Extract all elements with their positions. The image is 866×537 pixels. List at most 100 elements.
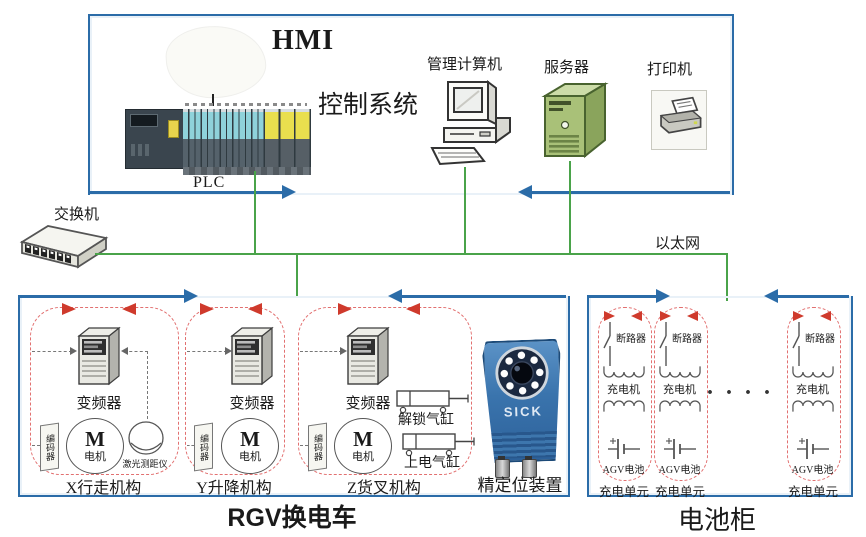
unit2-coil-top-icon [659, 366, 701, 378]
mech-y-motor-m: M [240, 427, 260, 451]
unit3-coil-top-icon [792, 366, 834, 378]
unit3-coil-bottom-icon [792, 400, 834, 412]
rgv-arrow-left-line [18, 295, 186, 298]
unit1-breaker-icon [603, 322, 611, 366]
unit2-red-arrow-left [687, 311, 698, 321]
charge-unit-1: 断路器 充电机 AGV电池 [598, 307, 652, 481]
mech-z-cylinder1-label: 解锁气缸 [398, 413, 454, 428]
mech-z-dash-in [300, 351, 342, 352]
control-box-arrow-right-head [518, 185, 532, 199]
mech-z-cylinder2-label: 上电气缸 [404, 456, 460, 471]
mech-x-red-arrow-right [62, 303, 76, 315]
plc-connectors [183, 167, 311, 175]
camera-connector-right [522, 456, 537, 478]
unit3-battery-icon [797, 438, 829, 459]
battery-drop-line [726, 255, 728, 301]
mech-y-red-arrow-left [248, 303, 262, 315]
control-box-arrow-left-head [282, 185, 296, 199]
unit1-breaker-label: 断路器 [616, 334, 646, 345]
unit3-red-arrow-right [793, 311, 804, 321]
rgv-title: RGV换电车 [227, 504, 357, 532]
control-box-arrow-right-line [532, 191, 730, 194]
computer-drop-line [464, 167, 466, 254]
printer-icon-frame [651, 90, 707, 150]
unit3-red-arrow-left [820, 311, 831, 321]
mech-z-red-arrow-left [406, 303, 420, 315]
mech-z-motor-m: M [353, 427, 373, 451]
camera-connector-left [495, 456, 510, 478]
plc-icon [125, 103, 311, 175]
unit2-coil-bottom-icon [659, 400, 701, 412]
unit2-breaker-icon [659, 322, 667, 366]
battery-arrow-left-head [656, 289, 670, 303]
mech-z-cylinder2-icon [402, 433, 475, 457]
mech-z-red-arrow-right [338, 303, 352, 315]
charge-unit-3: 断路器 充电机 AGV电池 [787, 307, 841, 481]
control-box-arrow-left-line [88, 191, 284, 194]
plc-label: PLC [193, 174, 226, 191]
mech-x-red-arrow-left [122, 303, 136, 315]
unit2-label: 充电单元 [654, 485, 705, 499]
mech-y-encoder: 编码器 [194, 422, 213, 472]
unit1-battery-icon [608, 438, 640, 459]
battery-arrow-right-head [764, 289, 778, 303]
unit1-cell-label: AGV电池 [602, 465, 645, 476]
mech-x-vfd-label: 变频器 [76, 396, 122, 412]
mech-x-dash-laser [147, 351, 148, 419]
mech-z-motor-label: 电机 [352, 451, 374, 463]
unit2-red-arrow-right [660, 311, 671, 321]
battery-title: 电池柜 [677, 506, 756, 535]
plc-cpu-buttons [131, 144, 149, 156]
battery-ellipsis: ···· [706, 380, 783, 406]
rgv-box [18, 296, 570, 497]
server-icon [541, 82, 609, 159]
mech-x-laser-icon [128, 421, 164, 455]
mech-x-name: X行走机构 [65, 480, 142, 497]
unit1-red-arrow-left [631, 311, 642, 321]
camera-label: 精定位装置 [477, 476, 563, 495]
unit1-coil-top-icon [603, 366, 645, 378]
rgv-drop-line [296, 255, 298, 298]
mech-z-dash-in-head [340, 347, 347, 355]
unit2-breaker-label: 断路器 [672, 334, 702, 345]
mech-x-dash-right [124, 351, 148, 352]
mech-x-dash-right-head [121, 347, 128, 355]
control-system-label: 控制系统 [318, 92, 419, 119]
printer-icon [659, 96, 702, 134]
battery-arrow-left-line [587, 295, 657, 298]
computer-icon [430, 80, 511, 166]
hmi-plc-link-line [212, 94, 214, 106]
unit3-label: 充电单元 [787, 485, 838, 499]
sick-camera-icon: SICK [482, 339, 564, 464]
mech-x-motor-label: 电机 [84, 451, 106, 463]
plc-io-modules [183, 109, 265, 167]
mech-x-dash-in-head [70, 347, 77, 355]
server-label: 服务器 [544, 60, 590, 76]
mech-y-motor-label: 电机 [239, 451, 261, 463]
mech-z-encoder: 编码器 [308, 422, 327, 472]
mech-x-encoder: 编码器 [40, 422, 59, 472]
mech-y-red-arrow-right [200, 303, 214, 315]
ethernet-bus-line [95, 253, 728, 255]
mech-y-dash-encoder [187, 445, 194, 446]
control-system-box [88, 14, 734, 195]
unit3-charger-label: 充电机 [796, 384, 829, 396]
switch-label: 交换机 [54, 207, 100, 223]
mechanism-x-box [30, 307, 179, 475]
plc-cpu-module [125, 109, 185, 169]
mech-x-vfd-icon [77, 326, 121, 386]
mech-x-dash-in [32, 351, 72, 352]
unit1-label: 充电单元 [598, 485, 649, 499]
plc-top-text [185, 103, 307, 106]
mech-z-cylinder1-icon [396, 390, 469, 414]
mech-y-dash-in [187, 351, 227, 352]
unit3-cell-label: AGV电池 [791, 465, 834, 476]
computer-label: 管理计算机 [427, 57, 503, 73]
mechanism-y-box [185, 307, 285, 475]
plc-yellow-modules [265, 109, 311, 167]
mech-y-vfd-icon [230, 326, 274, 386]
plc-cpu-yellow-tab [168, 120, 179, 138]
mech-x-motor: M 电机 [66, 418, 124, 474]
mech-y-vfd-label: 变频器 [229, 396, 275, 412]
